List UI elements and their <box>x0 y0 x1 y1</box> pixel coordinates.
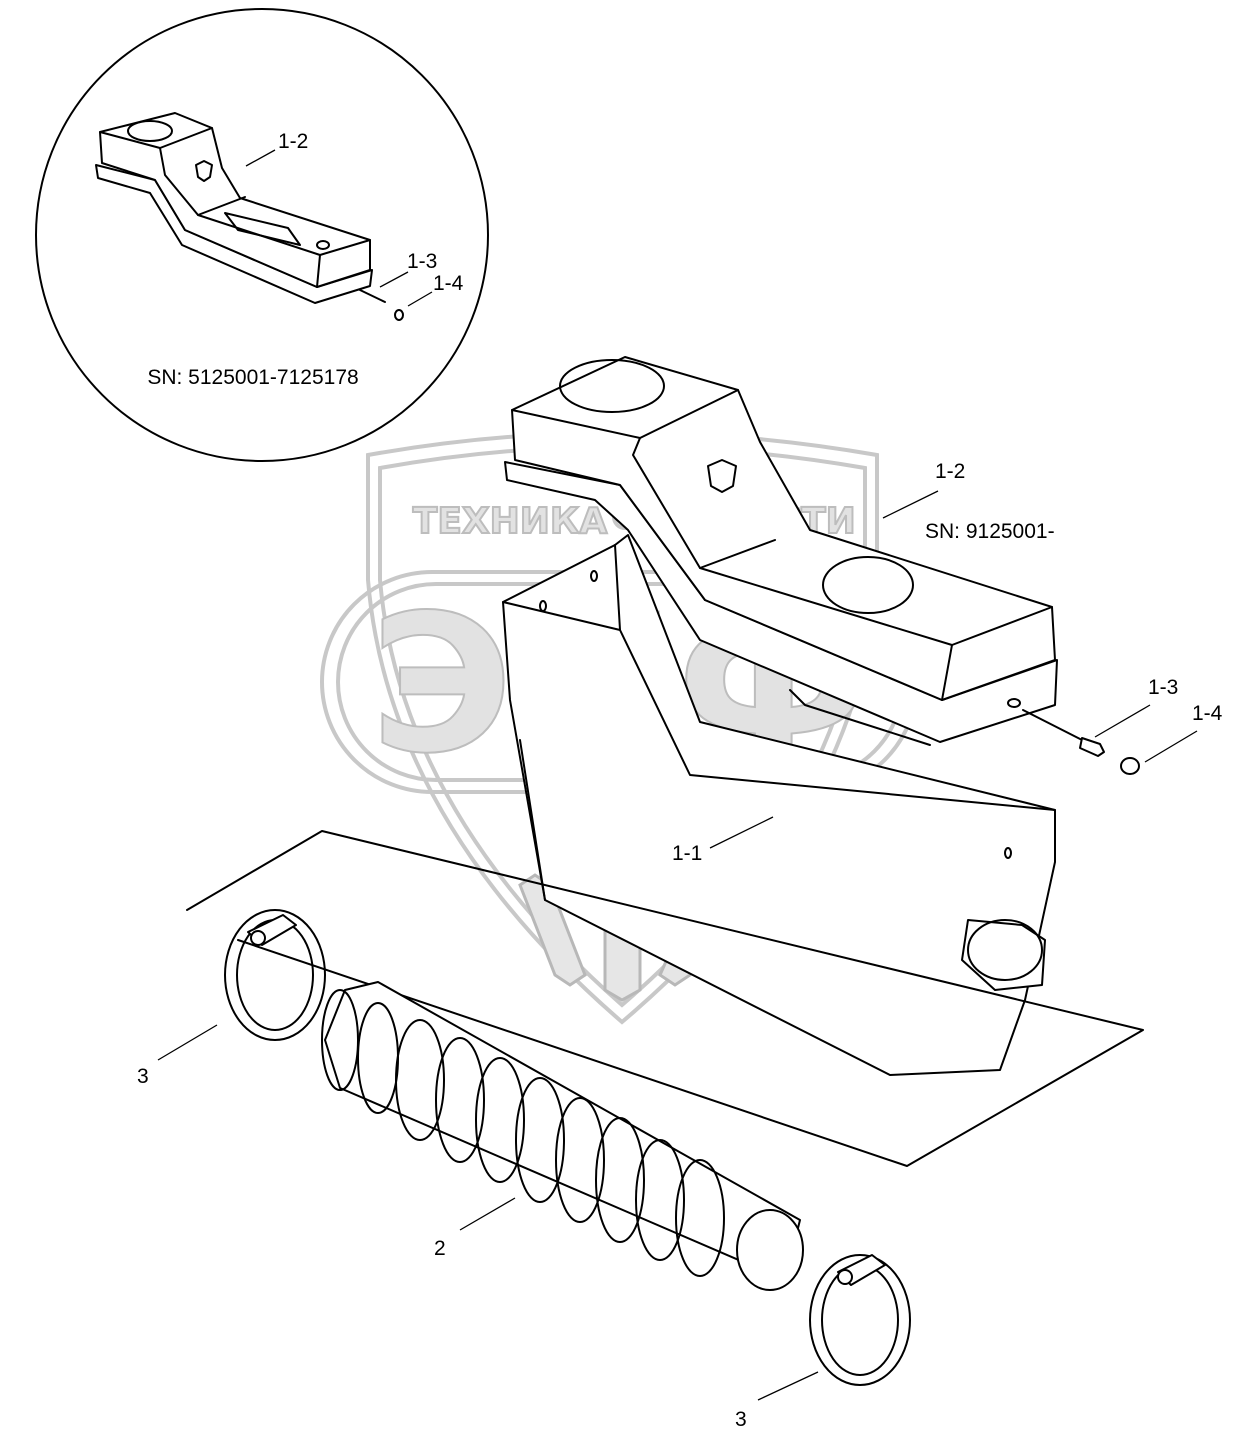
watermark-left-word: ТЕХНИКА <box>413 501 608 542</box>
inset-label-screw: 1-3 <box>407 250 437 273</box>
label-screw: 1-3 <box>1148 676 1178 699</box>
clamp-right-part <box>809 1254 911 1386</box>
inset-circle <box>35 8 489 462</box>
label-cover: 1-2 <box>935 460 965 483</box>
inset-label-cover: 1-2 <box>278 130 308 153</box>
label-clamp-right: 3 <box>735 1408 747 1431</box>
inset-serial-range: SN: 5125001-7125178 <box>147 366 358 389</box>
inset-detail: 1-2 1-3 1-4 SN: 5125001-7125178 <box>35 8 489 462</box>
assembly-guide <box>186 830 1144 1167</box>
inset-label-washer: 1-4 <box>433 272 464 295</box>
label-housing: 1-1 <box>672 842 702 865</box>
screw-part <box>1022 709 1105 757</box>
inset-cover-part <box>95 112 373 304</box>
cover-part <box>504 356 1058 746</box>
housing-part <box>502 534 1056 1076</box>
inset-washer <box>394 309 404 321</box>
label-washer: 1-4 <box>1192 702 1223 725</box>
label-hose: 2 <box>434 1237 446 1260</box>
hose-part <box>321 981 804 1291</box>
inset-screw <box>359 289 386 303</box>
clamp-left-part <box>224 909 326 1041</box>
main-serial-range: SN: 9125001- <box>925 520 1055 543</box>
washer-part <box>1120 757 1140 775</box>
label-clamp-left: 3 <box>137 1065 149 1088</box>
housing-outlet <box>961 919 1046 991</box>
